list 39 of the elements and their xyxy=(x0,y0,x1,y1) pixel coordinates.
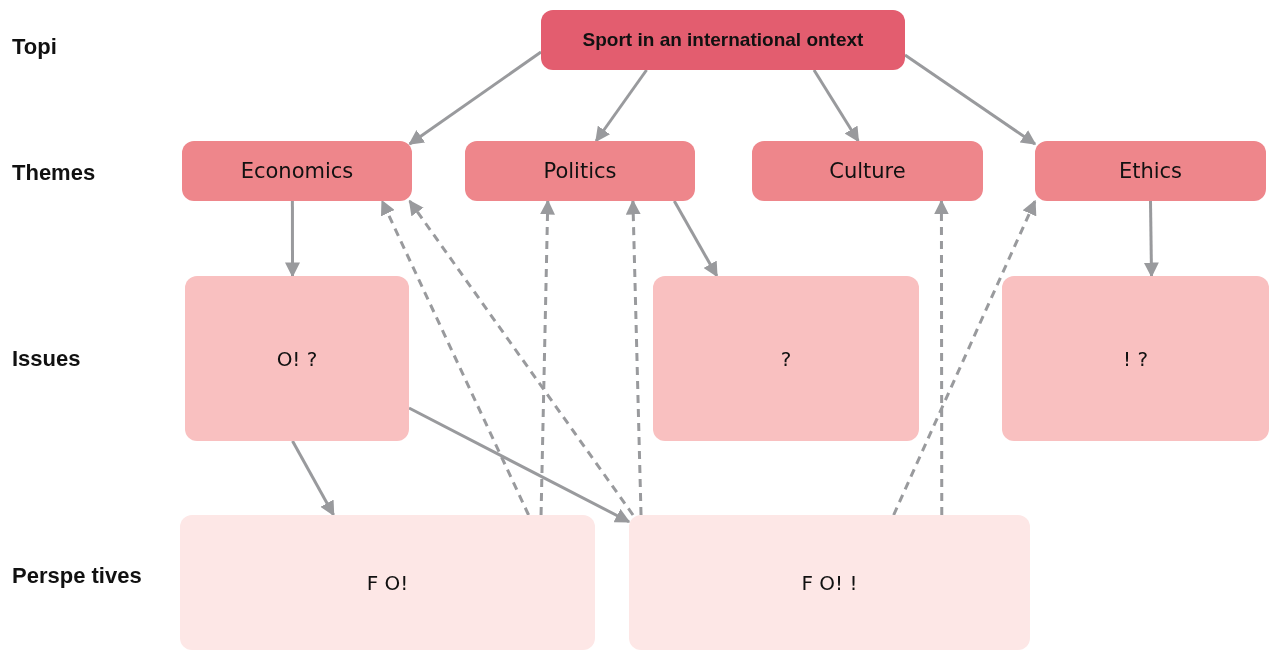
topic-box xyxy=(541,10,905,70)
dashed-arrow xyxy=(892,199,1037,516)
node-text: O! ? xyxy=(276,346,318,371)
arrow xyxy=(291,440,335,517)
dashed-arrow xyxy=(408,199,635,516)
node-text: Culture xyxy=(829,159,906,183)
node-text: ? xyxy=(780,346,792,371)
arrow xyxy=(408,406,631,524)
arrow xyxy=(285,201,300,278)
node-text: Politics xyxy=(543,159,617,183)
perspective-box xyxy=(629,515,1030,650)
arrow xyxy=(594,69,648,143)
node-text: F O! xyxy=(366,570,409,595)
node-text: Sport in an international ontext xyxy=(582,29,864,51)
node-text: ! ? xyxy=(1123,346,1148,371)
row-label: Themes xyxy=(12,160,96,186)
arrow xyxy=(673,200,719,278)
node-text: F O! ! xyxy=(801,570,858,595)
row-label: Perspe tives xyxy=(12,563,142,589)
dashed-arrow xyxy=(933,199,949,515)
theme-box xyxy=(465,141,695,201)
arrow xyxy=(1143,200,1159,278)
dashed-arrow xyxy=(380,199,530,516)
issue-box xyxy=(653,276,919,441)
node-text: Economics xyxy=(240,159,354,183)
arrow xyxy=(812,69,860,143)
theme-box xyxy=(752,141,983,201)
arrow xyxy=(904,53,1037,146)
arrow xyxy=(408,50,542,146)
perspective-box xyxy=(180,515,595,650)
issue-box xyxy=(1002,276,1269,441)
dashed-arrow xyxy=(625,199,643,516)
issue-box xyxy=(185,276,409,441)
theme-box xyxy=(1035,141,1266,201)
dashed-arrow xyxy=(539,199,555,516)
node-text: Ethics xyxy=(1118,159,1183,183)
theme-box xyxy=(182,141,412,201)
row-label: Issues xyxy=(12,346,81,372)
row-label: Topi xyxy=(12,34,57,60)
